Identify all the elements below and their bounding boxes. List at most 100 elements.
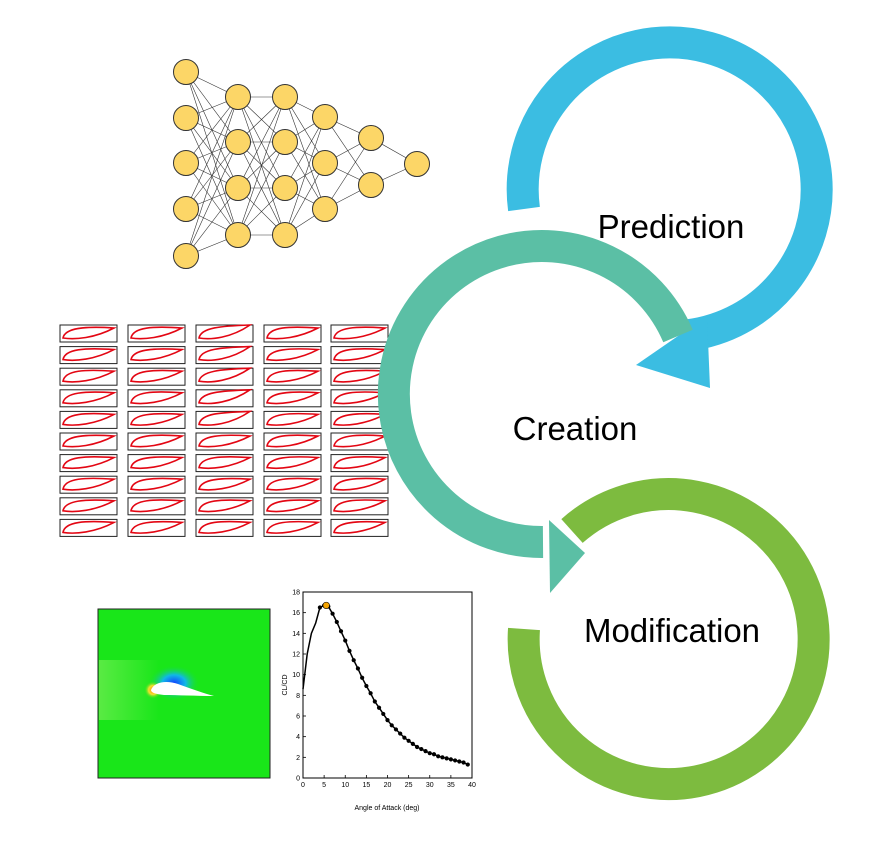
data-point bbox=[410, 741, 415, 747]
nn-connection bbox=[185, 141, 239, 257]
data-point bbox=[406, 738, 411, 743]
nn-node bbox=[312, 196, 338, 222]
data-point bbox=[398, 731, 403, 736]
data-point bbox=[419, 746, 424, 752]
airfoil-curve bbox=[266, 434, 321, 448]
nn-node bbox=[272, 84, 298, 110]
data-point bbox=[457, 759, 462, 764]
nn-connection bbox=[284, 162, 326, 236]
airfoil-cell bbox=[195, 324, 254, 343]
data-point bbox=[431, 752, 437, 757]
prediction-label: Prediction bbox=[598, 208, 745, 245]
airfoil-curve bbox=[266, 520, 321, 534]
y-tick-label: 2 bbox=[296, 755, 300, 762]
airfoil-shape-grid bbox=[59, 324, 389, 537]
data-point bbox=[343, 638, 348, 643]
airfoil-curve bbox=[266, 326, 321, 340]
airfoil-curve bbox=[130, 477, 185, 491]
neural-network-connections bbox=[185, 71, 418, 257]
nn-connection bbox=[185, 96, 239, 210]
nn-node bbox=[312, 104, 338, 130]
nn-connection bbox=[284, 116, 326, 189]
data-point bbox=[330, 611, 335, 616]
data-point bbox=[385, 718, 390, 723]
data-point bbox=[364, 683, 369, 689]
nn-node bbox=[225, 175, 251, 201]
airfoil-curve bbox=[198, 499, 253, 513]
y-tick-label: 0 bbox=[296, 776, 300, 783]
y-tick-label: 18 bbox=[292, 590, 300, 597]
x-tick-label: 15 bbox=[362, 782, 370, 789]
data-point bbox=[465, 762, 470, 767]
x-axis-label: Angle of Attack (deg) bbox=[355, 805, 420, 812]
airfoil-curve bbox=[62, 391, 117, 405]
nn-node bbox=[358, 125, 384, 151]
y-tick-label: 12 bbox=[292, 652, 300, 659]
data-point bbox=[381, 711, 386, 717]
x-tick-label: 30 bbox=[426, 782, 434, 789]
series-markers bbox=[317, 601, 470, 767]
airfoil-curve bbox=[130, 456, 185, 470]
x-tick-label: 40 bbox=[468, 782, 476, 789]
modification-arrow bbox=[507, 478, 830, 801]
data-point bbox=[389, 723, 394, 728]
neural-network-diagram bbox=[173, 59, 430, 269]
data-point bbox=[448, 757, 453, 762]
airfoil-curve bbox=[198, 410, 253, 426]
airfoil-curve bbox=[266, 369, 321, 383]
airfoil-curve bbox=[333, 477, 388, 491]
airfoil-section bbox=[151, 682, 214, 696]
creation-arrow bbox=[377, 230, 693, 559]
data-point bbox=[444, 756, 449, 761]
x-tick-label: 5 bbox=[322, 782, 326, 789]
flow-field-plot bbox=[97, 608, 271, 779]
airfoil-curve bbox=[266, 391, 321, 405]
nn-node bbox=[312, 150, 338, 176]
airfoil-curve bbox=[130, 434, 185, 448]
y-tick-label: 6 bbox=[296, 714, 300, 721]
nn-node bbox=[225, 84, 251, 110]
modification-label: Modification bbox=[584, 612, 760, 649]
airfoil-cell bbox=[195, 346, 254, 365]
data-point bbox=[453, 758, 458, 763]
airfoil-curve bbox=[266, 499, 321, 513]
airfoil-curve bbox=[266, 412, 321, 426]
nn-connection bbox=[185, 96, 239, 164]
data-point bbox=[436, 754, 441, 759]
airfoil-curve bbox=[266, 348, 321, 362]
y-tick-label: 16 bbox=[292, 610, 300, 617]
x-tick-label: 20 bbox=[384, 782, 392, 789]
data-point bbox=[376, 705, 382, 710]
airfoil-curve bbox=[62, 326, 117, 340]
airfoil-curve bbox=[198, 434, 253, 448]
airfoil-curve bbox=[62, 369, 117, 383]
nn-connection bbox=[324, 116, 372, 186]
airfoil-curve bbox=[130, 520, 185, 534]
airfoil-curve bbox=[130, 369, 185, 383]
airfoil-curve bbox=[62, 477, 117, 491]
series-line bbox=[302, 604, 469, 766]
nn-node bbox=[358, 172, 384, 198]
nn-node bbox=[272, 222, 298, 248]
nn-connection bbox=[237, 141, 286, 236]
airfoil-curve bbox=[198, 520, 253, 534]
airfoil-cell bbox=[195, 389, 254, 408]
y-tick-label: 10 bbox=[292, 672, 300, 679]
airfoil-curve bbox=[62, 412, 117, 426]
nn-connection bbox=[185, 187, 239, 257]
airfoil-curve bbox=[62, 348, 117, 362]
neural-network-nodes bbox=[173, 59, 430, 269]
airfoil-curve bbox=[62, 434, 117, 448]
airfoil-curve bbox=[198, 367, 253, 383]
y-tick-label: 14 bbox=[292, 631, 300, 638]
prediction-arrowhead bbox=[636, 316, 710, 388]
data-point bbox=[368, 691, 373, 696]
y-axis-label: CL/CD bbox=[282, 674, 289, 695]
creation-arrowhead bbox=[549, 520, 585, 593]
x-tick-label: 0 bbox=[301, 782, 305, 789]
airfoil-cell bbox=[195, 410, 254, 429]
nn-connection bbox=[185, 71, 239, 143]
data-point bbox=[402, 735, 407, 740]
